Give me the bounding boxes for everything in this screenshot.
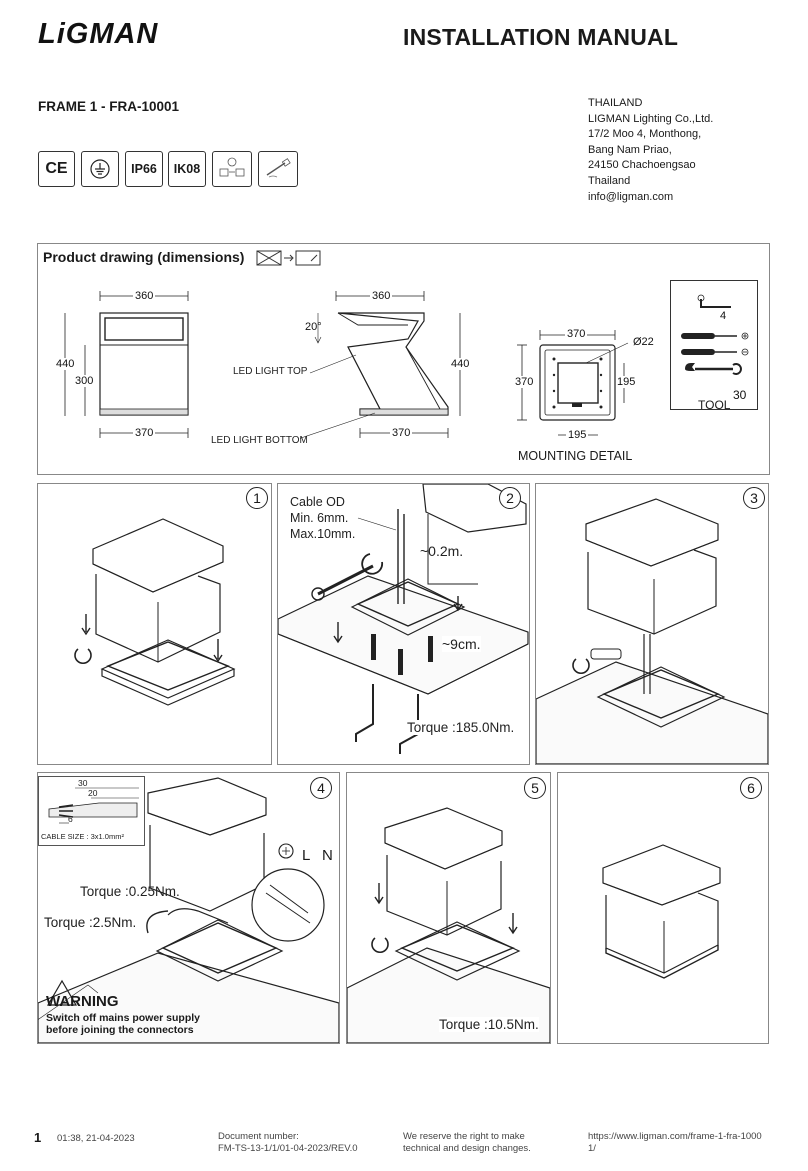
cable-strip-diagram: [48, 787, 139, 824]
step-5-illustration: [347, 807, 550, 1043]
step-4-torque-2: Torque :2.5Nm.: [44, 915, 137, 930]
live-terminal-label: L: [302, 847, 311, 864]
page-title: INSTALLATION MANUAL: [403, 24, 679, 50]
mount-inner-h: 195: [617, 376, 636, 388]
tool-hex-size: 4: [720, 310, 727, 322]
cable-strip-inset: [38, 776, 145, 846]
ik08-badge: IK08: [168, 151, 206, 187]
address-line: THAILAND: [588, 97, 643, 109]
screwdriver-note-icon: [258, 151, 298, 187]
address-line: Bang Nam Priao,: [588, 143, 672, 156]
company-address: THAILAND LIGMAN Lighting Co.,Ltd. 17/2 M…: [588, 96, 713, 205]
dim-top-width: 360: [133, 290, 156, 302]
step-6-number: 6: [740, 777, 762, 799]
product-title: FRAME 1 - FRA-10001: [38, 99, 180, 114]
drawing-symbol-icon: [256, 250, 321, 266]
mounting-detail-title: MOUNTING DETAIL: [518, 449, 633, 463]
step-3-panel: [535, 483, 769, 765]
mount-width: 370: [565, 328, 588, 340]
mount-hole-dia: Ø22: [633, 336, 654, 348]
dim-side-bottom: 370: [390, 427, 413, 439]
ligman-logo: LiGMAN: [38, 18, 159, 50]
step-4-number: 4: [310, 777, 332, 799]
step-2-torque: Torque :185.0Nm.: [407, 720, 515, 735]
strip-length-30: 30: [78, 778, 88, 788]
warning-line-2: before joining the connectors: [46, 1024, 194, 1036]
step-3-illustration: [536, 498, 768, 764]
cable-od-max: Max.10mm.: [290, 527, 356, 541]
document-number-label: Document number:: [218, 1131, 299, 1142]
step-4-torque-1: Torque :0.25Nm.: [80, 884, 180, 899]
warning-text: Switch off mains power supply before joi…: [46, 1012, 200, 1036]
address-line: 17/2 Moo 4, Monthong,: [588, 128, 702, 141]
cable-od-note: Cable OD Min. 6mm. Max.10mm.: [290, 494, 355, 542]
cable-od-label: Cable OD: [290, 495, 345, 509]
address-line: 24150 Chachoengsao: [588, 159, 696, 172]
rights-line-1: We reserve the right to make: [403, 1131, 525, 1142]
page-number: 1: [34, 1130, 42, 1145]
tool-icons: [681, 294, 749, 375]
warning-title: WARNING: [46, 993, 119, 1010]
led-top-label: LED LIGHT TOP: [233, 366, 308, 377]
strip-length-6: 6: [68, 814, 73, 824]
earth-class-icon: [81, 151, 119, 187]
step-2-panel: [277, 483, 530, 765]
address-line: Thailand: [588, 174, 631, 187]
dim-side-top: 360: [370, 290, 393, 302]
gap-distance: ~0.2m.: [420, 543, 464, 559]
document-number-value: FM-TS-13-1/1/01-04-2023/REV.0: [218, 1143, 358, 1154]
mount-height: 370: [515, 376, 534, 388]
rights-line-2: technical and design changes.: [403, 1143, 531, 1154]
step-4-panel: [37, 772, 340, 1044]
neutral-terminal-label: N: [322, 847, 333, 864]
product-url-line-1[interactable]: https://www.ligman.com/frame-1-fra-1000: [588, 1131, 762, 1142]
dim-bottom-width: 370: [133, 427, 156, 439]
print-date: 01:38, 21-04-2023: [57, 1133, 135, 1144]
step-5-torque: Torque :10.5Nm.: [439, 1017, 539, 1032]
front-view-drawing: [64, 291, 189, 438]
product-url-line-2[interactable]: 1/: [588, 1143, 596, 1154]
ce-mark-icon: CE: [38, 151, 75, 187]
dim-angle: 20°: [305, 321, 322, 333]
step-3-number: 3: [743, 487, 765, 509]
tool-wrench-size: 30: [733, 388, 747, 402]
rights-notice: We reserve the right to make technical a…: [403, 1131, 531, 1155]
product-url[interactable]: https://www.ligman.com/frame-1-fra-1000 …: [588, 1131, 762, 1155]
step-6-panel: [557, 772, 769, 1044]
depth-distance: ~9cm.: [442, 636, 481, 652]
cable-od-min: Min. 6mm.: [290, 511, 349, 525]
step-1-panel: [37, 483, 272, 765]
dim-side-height: 440: [451, 358, 470, 370]
document-number: Document number: FM-TS-13-1/1/01-04-2023…: [218, 1131, 358, 1155]
step-2-number: 2: [499, 487, 521, 509]
led-bottom-label: LED LIGHT BOTTOM: [211, 435, 308, 446]
address-email: info@ligman.com: [588, 190, 674, 203]
product-drawing-title: Product drawing (dimensions): [43, 249, 245, 265]
cable-size-label: CABLE SIZE : 3x1.0mm²: [41, 832, 124, 841]
dim-body-height: 300: [75, 375, 94, 387]
tool-box: [670, 280, 758, 410]
fixture-mount-icon: [212, 151, 252, 187]
step-5-number: 5: [524, 777, 546, 799]
step-1-number: 1: [246, 487, 268, 509]
step-4-illustration: [38, 777, 339, 1043]
strip-length-20: 20: [88, 788, 98, 798]
address-line: LIGMAN Lighting Co.,Ltd.: [588, 112, 714, 125]
step-6-illustration: [602, 844, 721, 979]
step-5-panel: [346, 772, 551, 1044]
step-1-illustration: [74, 518, 236, 706]
dim-height: 440: [56, 358, 75, 370]
tool-title: TOOL: [698, 398, 731, 412]
side-view-drawing: [300, 291, 461, 439]
mount-inner-w: 195: [566, 429, 589, 441]
ip66-badge: IP66: [125, 151, 163, 187]
warning-line-1: Switch off mains power supply: [46, 1012, 201, 1024]
